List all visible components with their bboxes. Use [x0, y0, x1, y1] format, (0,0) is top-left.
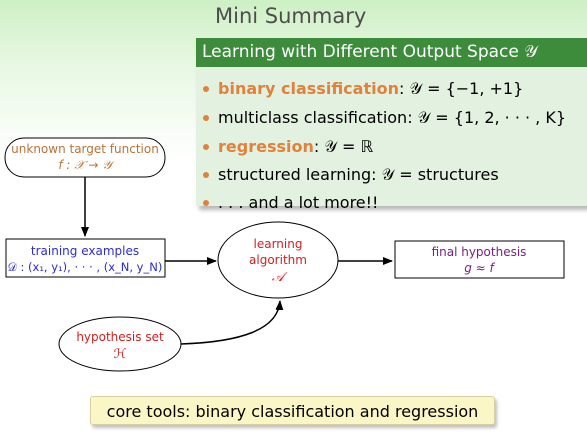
list-item: multiclass classification: 𝒴 = {1, 2, · …: [203, 108, 567, 128]
list-item: regression: 𝒴 = ℝ: [203, 137, 374, 157]
learning-algorithm-symbol: 𝒜: [272, 270, 288, 285]
learning-algorithm-label-1: learning: [254, 237, 303, 251]
output-space-list: binary classification: 𝒴 = {−1, +1} mult…: [196, 67, 587, 212]
learning-algorithm-label-2: algorithm: [249, 253, 307, 267]
list-item: . . . and a lot more!!: [203, 193, 379, 213]
slide-title: Mini Summary: [215, 4, 367, 28]
output-space-box: Learning with Different Output Space 𝒴 b…: [196, 38, 587, 212]
learning-algorithm-node: [217, 221, 339, 299]
item-formula: : 𝒴 = {−1, +1}: [398, 79, 524, 98]
target-function-label: unknown target function: [11, 142, 159, 156]
target-function-formula: f : 𝒳 → 𝒴: [58, 158, 115, 172]
hypothesis-set-symbol: ℋ: [114, 347, 127, 362]
list-item: binary classification: 𝒴 = {−1, +1}: [203, 79, 524, 99]
training-examples-node: [5, 238, 166, 278]
training-examples-label: training examples: [31, 244, 139, 258]
hypothesis-set-label: hypothesis set: [76, 330, 164, 344]
bullet-icon: [203, 200, 209, 206]
item-label: structured learning: [218, 165, 372, 184]
final-hypothesis-label: final hypothesis: [432, 245, 527, 259]
bullet-icon: [203, 115, 209, 121]
list-item: structured learning: 𝒴 = structures: [203, 165, 499, 185]
arrow-hypothesis-to-algorithm: [180, 300, 284, 345]
training-examples-formula: 𝒟 : (x₁, y₁), · · · , (x_N, y_N): [8, 260, 163, 274]
item-label: . . . and a lot more!!: [218, 193, 379, 212]
hypothesis-set-node: [58, 316, 182, 372]
item-formula: : 𝒴 = ℝ: [313, 137, 374, 156]
item-label: multiclass classification: [218, 108, 408, 127]
bullet-icon: [203, 172, 209, 178]
item-formula: : 𝒴 = structures: [371, 165, 499, 184]
item-formula: : 𝒴 = {1, 2, · · · , K}: [407, 108, 567, 127]
item-label: binary classification: [218, 79, 399, 98]
core-tools-note: core tools: binary classification and re…: [90, 396, 495, 425]
output-space-box-title: Learning with Different Output Space 𝒴: [196, 38, 587, 67]
final-hypothesis-node: [394, 240, 565, 279]
bullet-icon: [203, 144, 209, 150]
bullet-icon: [203, 86, 209, 92]
item-label: regression: [218, 137, 314, 156]
final-hypothesis-formula: g ≈ f: [464, 261, 495, 275]
